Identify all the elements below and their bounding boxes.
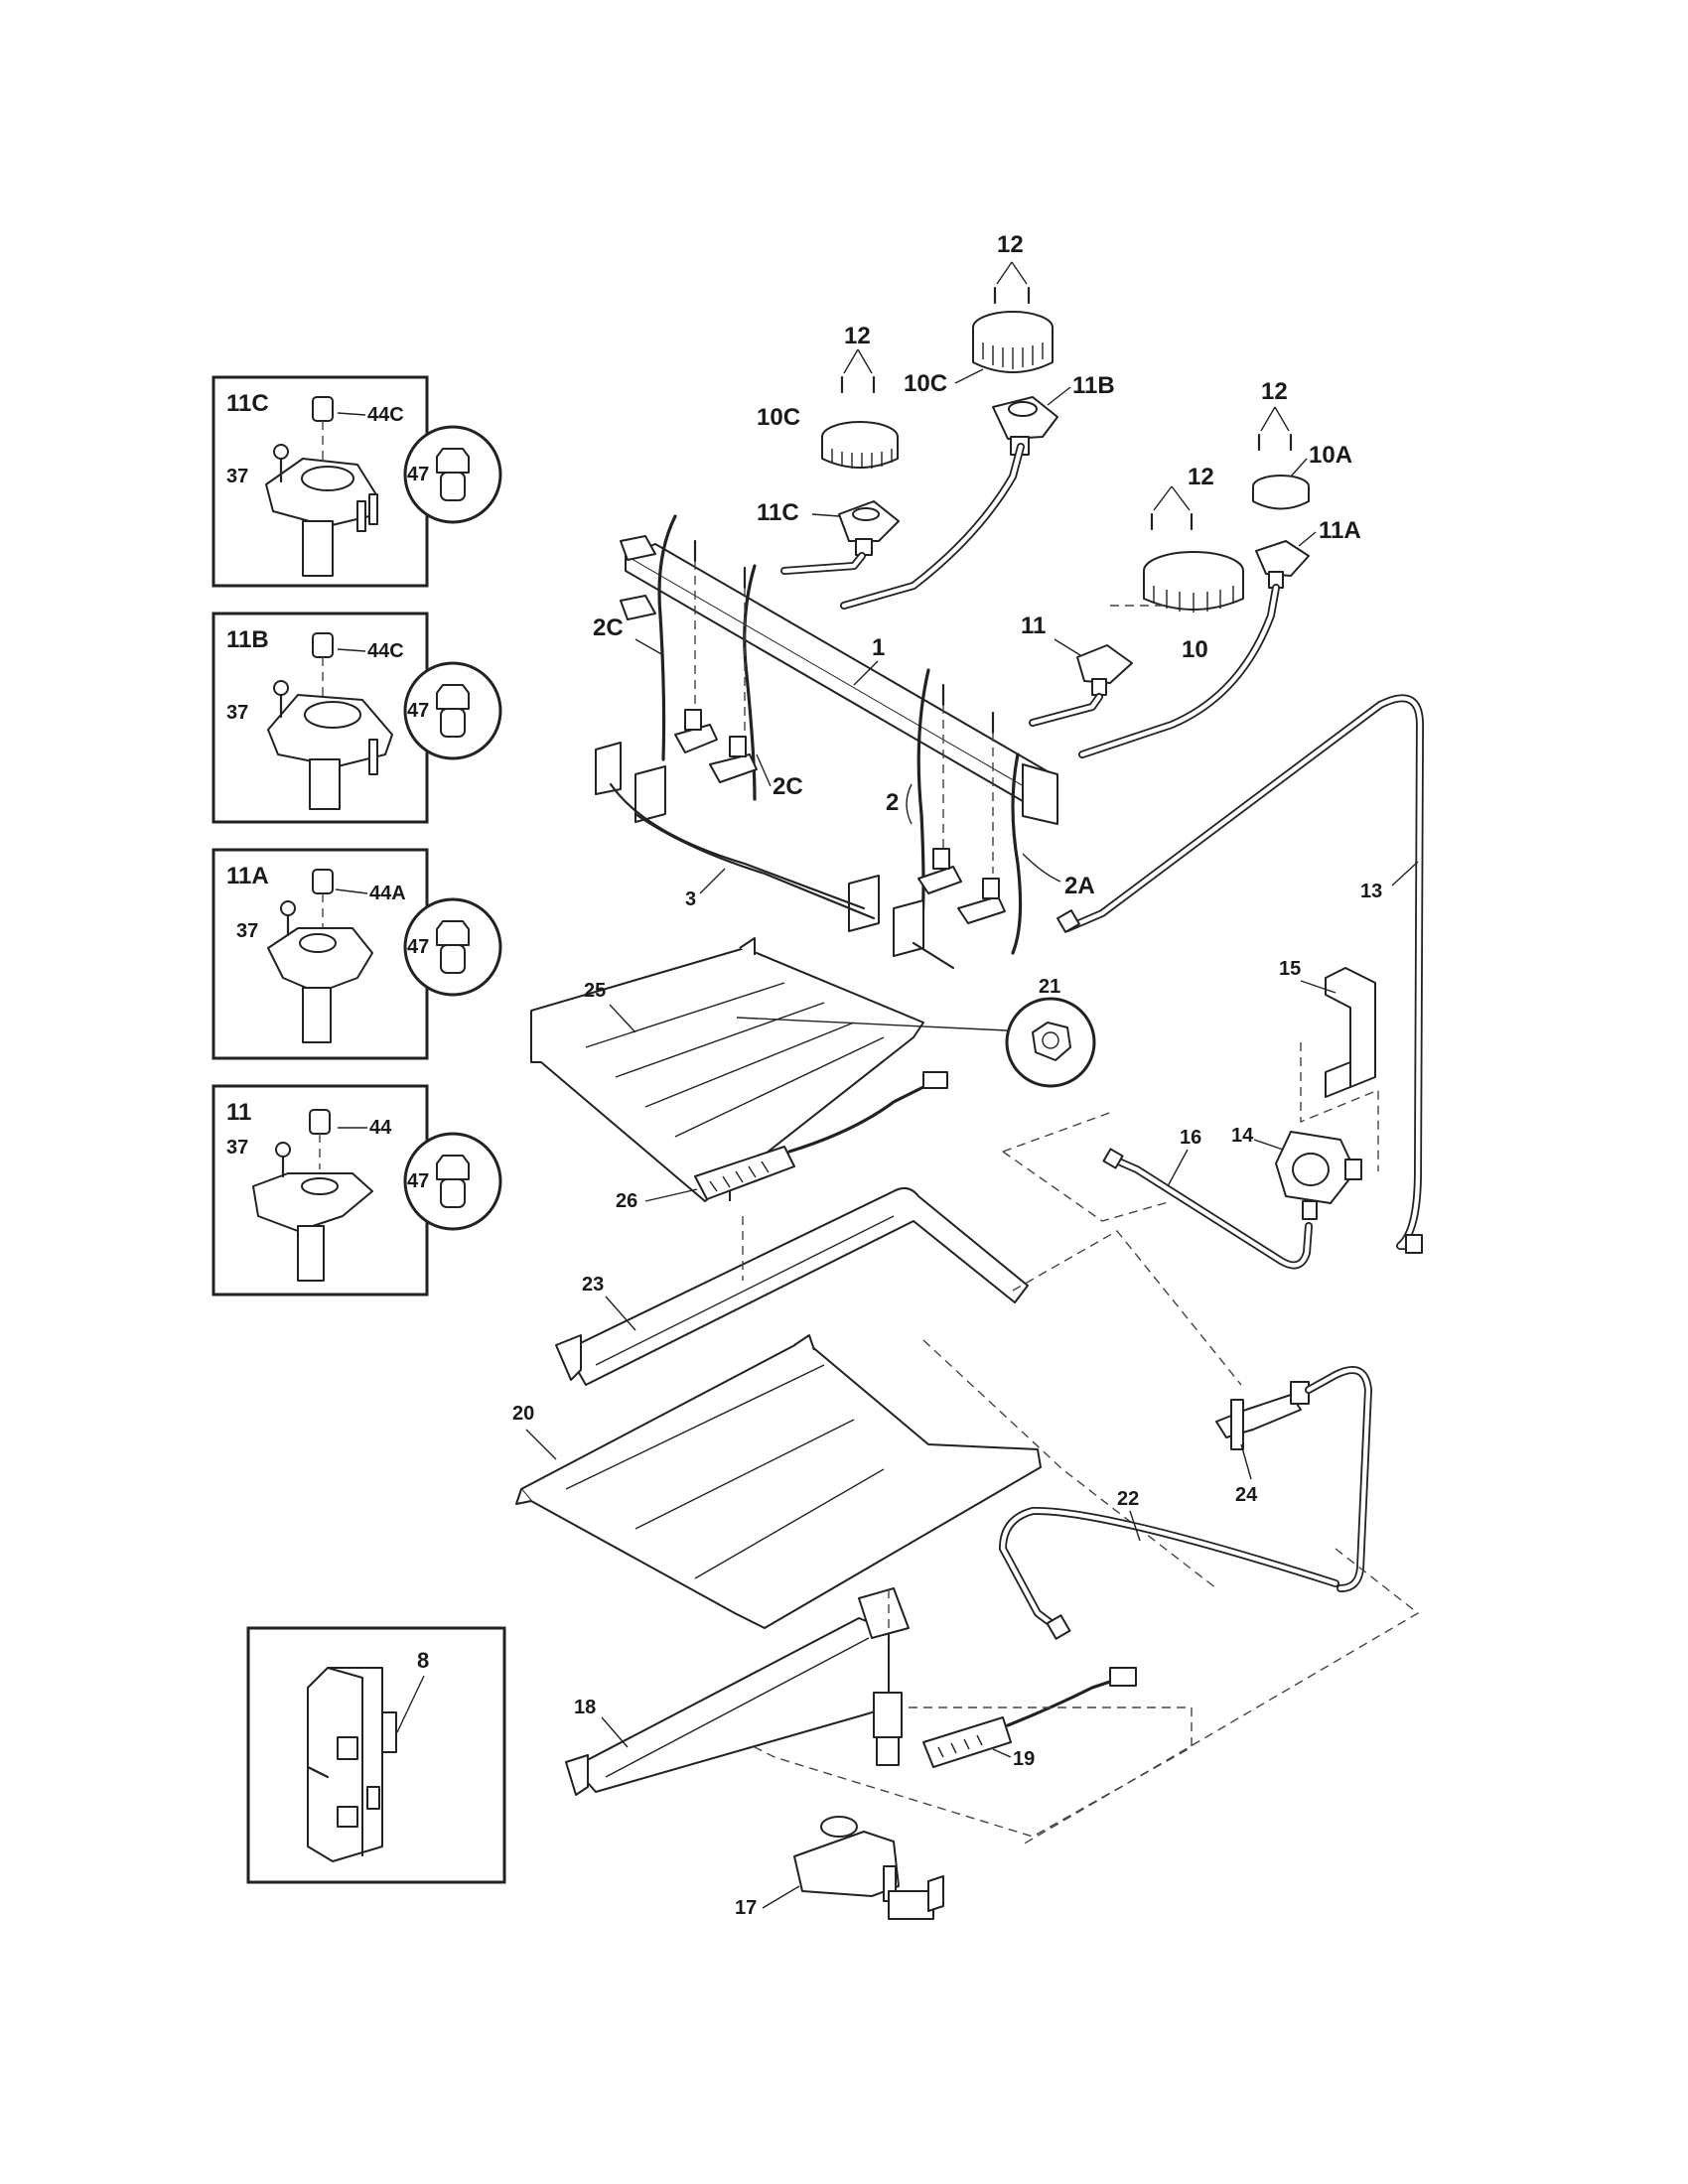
inset-screw-label-11b: 37 — [226, 702, 248, 724]
inset-screw-label-11a: 37 — [236, 920, 258, 942]
burner-cap-10a — [1252, 475, 1310, 510]
burner-orifice-24 — [1215, 1381, 1310, 1450]
label-12-front-left: 12 — [844, 323, 871, 349]
spark-module-8-illustration — [306, 1667, 397, 1862]
label-16: 16 — [1180, 1127, 1201, 1149]
pressure-regulator-14 — [1275, 1131, 1362, 1220]
label-22: 22 — [1117, 1488, 1139, 1510]
heat-shield-20 — [515, 1334, 1042, 1629]
label-2c-top: 2C — [593, 614, 624, 641]
label-11c: 11C — [757, 499, 799, 526]
label-25: 25 — [584, 980, 606, 1002]
inset-cap-label-11a: 44A — [369, 883, 406, 904]
label-3: 3 — [685, 888, 696, 910]
inset-orifice-label-11c: 47 — [407, 464, 429, 485]
label-26: 26 — [616, 1190, 637, 1212]
screws-12-left-rear: 12 — [993, 231, 1031, 305]
gas-valves-row — [674, 709, 1006, 924]
inset-orifice-label-11a: 47 — [407, 936, 429, 958]
broil-burner-18 — [565, 1587, 910, 1796]
label-2a: 2A — [1064, 873, 1095, 899]
screws-12-left-front: 12 — [840, 323, 876, 394]
label-24: 24 — [1235, 1484, 1258, 1506]
label-10: 10 — [1182, 636, 1208, 663]
label-23: 23 — [582, 1274, 604, 1296]
screws-12-right-front: 12 — [1150, 464, 1214, 531]
bracket-15 — [1325, 967, 1376, 1098]
valve-head-11c — [838, 500, 900, 556]
inset-box-11b: 11B 37 44C 47 — [211, 612, 502, 824]
label-8: 8 — [417, 1648, 429, 1673]
orifice-spud-icon-11b — [436, 684, 470, 738]
screws-12-right-rear: 12 — [1257, 378, 1293, 452]
nut-21-icon — [1032, 1022, 1071, 1061]
inset-box-8: 8 — [246, 1626, 506, 1884]
inset-box-11: 11 37 44 47 — [211, 1084, 502, 1297]
label-13: 13 — [1360, 881, 1382, 902]
label-1: 1 — [872, 634, 885, 661]
oven-safety-valve-17 — [793, 1816, 944, 1920]
label-20: 20 — [512, 1403, 534, 1425]
label-17: 17 — [735, 1897, 757, 1919]
heat-shield-25 — [530, 937, 924, 1202]
burner-valve-head-11a-illustration — [267, 869, 373, 1043]
inset-title-11c: 11C — [226, 390, 269, 417]
label-14: 14 — [1231, 1125, 1254, 1147]
bake-burner-23 — [555, 1186, 1029, 1386]
label-2: 2 — [886, 789, 899, 816]
burner-valve-head-11b-illustration — [267, 632, 393, 810]
label-10c-front: 10C — [757, 404, 800, 431]
inset-screw-label-11: 37 — [226, 1137, 248, 1159]
valve-head-11b — [992, 396, 1058, 456]
label-12-right-rear: 12 — [1261, 378, 1288, 405]
inset-cap-label-11b: 44C — [367, 640, 404, 662]
orifice-spud-icon-11a — [436, 920, 470, 974]
inset-orifice-label-11: 47 — [407, 1170, 429, 1192]
inset-screw-label-11c: 37 — [226, 466, 248, 487]
orifice-spud-icon-11c — [436, 448, 470, 501]
label-11a: 11A — [1319, 517, 1361, 544]
manifold-pipe-1 — [620, 535, 1058, 825]
inset-cap-label-11c: 44C — [367, 404, 404, 426]
inset-title-11: 11 — [226, 1099, 251, 1126]
bake-ignitor-26 — [694, 1071, 948, 1200]
inset-title-11b: 11B — [226, 626, 269, 653]
burner-valve-head-11-illustration — [252, 1109, 373, 1282]
label-10a: 10A — [1309, 442, 1352, 469]
inset-box-11c: 11C 37 44C 47 — [211, 375, 502, 588]
burner-cap-10 — [1143, 551, 1244, 613]
label-11: 11 — [1021, 613, 1046, 639]
burner-cap-10c-rear — [972, 311, 1054, 373]
label-12-rear-left: 12 — [997, 231, 1024, 258]
label-2c-bottom: 2C — [773, 773, 803, 800]
label-11b: 11B — [1072, 372, 1115, 399]
orifice-spud-icon-11 — [436, 1155, 470, 1208]
valve-bracket-3 — [595, 742, 955, 970]
label-21: 21 — [1039, 976, 1060, 998]
valve-head-11a — [1255, 540, 1310, 589]
label-12-right-front: 12 — [1188, 464, 1214, 490]
label-19: 19 — [1013, 1748, 1035, 1770]
burner-valve-head-11c-illustration — [265, 396, 378, 577]
burner-cap-10c-front — [821, 421, 899, 469]
label-18: 18 — [574, 1697, 596, 1718]
inset-orifice-label-11b: 47 — [407, 700, 429, 722]
label-10c-rear: 10C — [904, 370, 947, 397]
label-15: 15 — [1279, 958, 1301, 980]
inset-cap-label-11: 44 — [369, 1117, 392, 1139]
inset-box-11a: 11A 37 44A 47 — [211, 848, 502, 1060]
valve-head-11 — [1076, 644, 1133, 696]
inset-title-11a: 11A — [226, 863, 269, 889]
broil-ignitor-19 — [922, 1667, 1137, 1768]
